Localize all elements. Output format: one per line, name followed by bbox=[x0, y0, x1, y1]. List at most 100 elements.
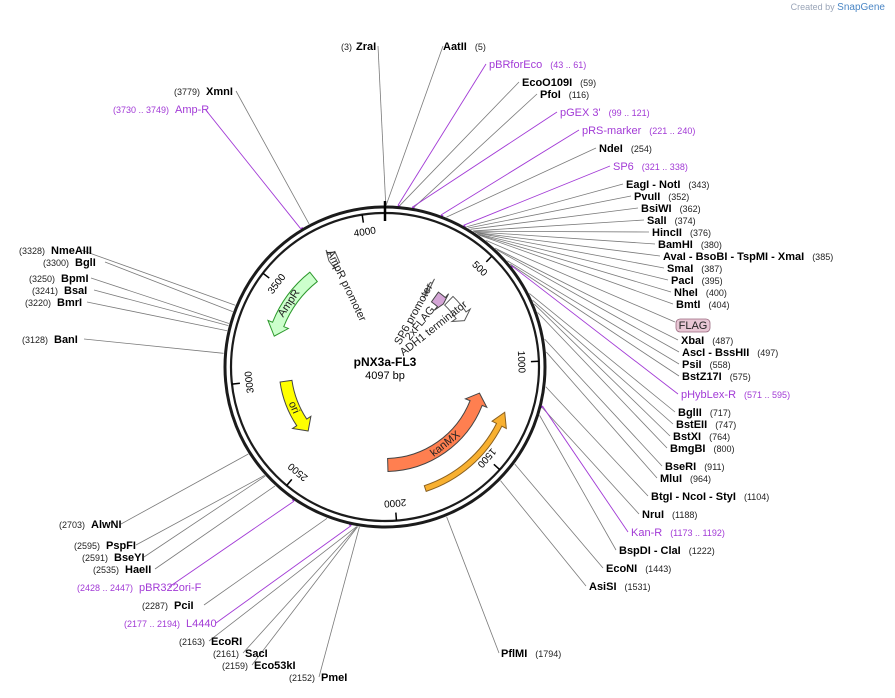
tick-mark bbox=[493, 463, 501, 471]
site-nmeaiii[interactable]: NmeAIII(3328) bbox=[19, 245, 92, 257]
site-bgli[interactable]: BglI(3300) bbox=[43, 257, 96, 269]
site-pbrforeco[interactable]: pBRforEco(43 .. 61) bbox=[489, 59, 586, 71]
leader-line bbox=[539, 415, 617, 551]
leader-line bbox=[446, 147, 597, 218]
site-name: PacI bbox=[671, 275, 694, 287]
site-position: (5) bbox=[475, 42, 486, 52]
site-position: (404) bbox=[708, 300, 729, 310]
site-pmei[interactable]: PmeI(2152) bbox=[289, 672, 347, 684]
site-eco53ki[interactable]: Eco53kI(2159) bbox=[222, 660, 296, 672]
site-l4440[interactable]: L4440(2177 .. 2194) bbox=[124, 618, 217, 630]
leader-line bbox=[215, 525, 352, 624]
site-alwni[interactable]: AlwNI(2703) bbox=[59, 519, 122, 531]
site-name: SacI bbox=[245, 648, 268, 660]
site-pvuii[interactable]: PvuII(352) bbox=[634, 191, 689, 203]
leader-line bbox=[532, 299, 674, 425]
site-name: AlwNI bbox=[91, 519, 122, 531]
site-bani[interactable]: BanI(3128) bbox=[22, 334, 78, 346]
site-phyblex-r[interactable]: pHybLex-R(571 .. 595) bbox=[681, 389, 790, 401]
site-psii[interactable]: PsiI (558) bbox=[682, 359, 731, 371]
site-position: (558) bbox=[710, 360, 731, 370]
site-nrui[interactable]: NruI(1188) bbox=[642, 509, 697, 521]
site-position: (3730 .. 3749) bbox=[113, 105, 169, 115]
leader-line bbox=[104, 261, 233, 313]
site-sp6[interactable]: SP6(321 .. 338) bbox=[613, 161, 688, 173]
site-name: BseYI bbox=[114, 552, 145, 564]
leader-line bbox=[511, 265, 679, 395]
tick-label: 2000 bbox=[383, 496, 406, 509]
site-bmri[interactable]: BmrI(3220) bbox=[25, 297, 82, 309]
site-pcii[interactable]: PciI(2287) bbox=[142, 600, 194, 612]
site-xbai[interactable]: XbaI(487) bbox=[681, 335, 733, 347]
site-nhei[interactable]: NheI(400) bbox=[674, 287, 727, 299]
site-hincii[interactable]: HincII(376) bbox=[652, 227, 711, 239]
site-position: (400) bbox=[706, 288, 727, 298]
site-bmgbi[interactable]: BmgBI(800) bbox=[670, 443, 734, 455]
site-eagi-noti[interactable]: EagI - NotI(343) bbox=[626, 179, 709, 191]
leader-line bbox=[440, 129, 580, 216]
site-pbr322ori-f[interactable]: pBR322ori-F(2428 .. 2447) bbox=[77, 582, 202, 594]
site-name: EcoNI bbox=[606, 563, 637, 575]
site-name: BstXI bbox=[673, 431, 701, 443]
site-bstz17i[interactable]: BstZ17I(575) bbox=[682, 371, 751, 383]
site-bseyi[interactable]: BseYI (2591) bbox=[82, 552, 145, 564]
site-btgi-ncoi-styi[interactable]: BtgI - NcoI - StyI(1104) bbox=[651, 491, 769, 503]
site-flag[interactable]: FLAG bbox=[675, 318, 711, 333]
site-ecoo109i[interactable]: EcoO109I(59) bbox=[522, 77, 596, 89]
site-amp-r[interactable]: Amp-R(3730 .. 3749) bbox=[113, 104, 209, 116]
site-name: PsiI bbox=[682, 359, 702, 371]
tick-label: 3500 bbox=[266, 272, 289, 297]
site-bsai[interactable]: BsaI(3241) bbox=[32, 285, 87, 297]
site-pgex-3[interactable]: pGEX 3'(99 .. 121) bbox=[560, 107, 650, 119]
site-bamhi[interactable]: BamHI(380) bbox=[658, 239, 722, 251]
site-bseri[interactable]: BseRI(911) bbox=[665, 461, 725, 473]
site-position: (487) bbox=[712, 336, 733, 346]
feature-kan-r bbox=[423, 411, 507, 492]
tick-label: 2500 bbox=[286, 460, 310, 483]
site-bglii[interactable]: BglII(717) bbox=[678, 407, 731, 419]
site-sali[interactable]: SalI(374) bbox=[647, 215, 696, 227]
site-bspdi-clai[interactable]: BspDI - ClaI(1222) bbox=[619, 545, 715, 557]
leader-line bbox=[478, 234, 672, 293]
leader-line bbox=[486, 240, 676, 323]
plasmid-name: pNX3a-FL3 bbox=[354, 355, 417, 369]
site-avai-bsobi-tspmi-xmai[interactable]: AvaI - BsoBI - TspMI - XmaI(385) bbox=[663, 251, 833, 263]
site-saci[interactable]: SacI(2161) bbox=[213, 648, 268, 660]
site-zrai[interactable]: ZraI(3) bbox=[341, 41, 376, 53]
site-asisi[interactable]: AsiSI(1531) bbox=[589, 581, 651, 593]
site-position: (374) bbox=[675, 216, 696, 226]
site-bmti[interactable]: BmtI(404) bbox=[676, 299, 729, 311]
site-paci[interactable]: PacI(395) bbox=[671, 275, 723, 287]
site-econi[interactable]: EcoNI(1443) bbox=[606, 563, 671, 575]
site-bpmi[interactable]: BpmI(3250) bbox=[29, 273, 89, 285]
leader-line bbox=[208, 526, 357, 642]
site-smai[interactable]: SmaI(387) bbox=[667, 263, 722, 275]
site-position: (321 .. 338) bbox=[642, 162, 688, 172]
site-pspfi[interactable]: PspFI(2595) bbox=[74, 540, 136, 552]
site-mlui[interactable]: MluI(964) bbox=[660, 473, 711, 485]
site-ndei[interactable]: NdeI(254) bbox=[599, 143, 652, 155]
site-bsiwi[interactable]: BsiWI(362) bbox=[641, 203, 701, 215]
site-asci-bsshii[interactable]: AscI - BssHII(497) bbox=[682, 347, 778, 359]
site-name: BtgI - NcoI - StyI bbox=[651, 491, 736, 503]
site-ecori[interactable]: EcoRI(2163) bbox=[179, 636, 242, 648]
leader-line bbox=[204, 108, 302, 229]
feature-adh1-terminator bbox=[443, 295, 472, 323]
leader-line bbox=[242, 526, 358, 654]
site-pfoi[interactable]: PfoI(116) bbox=[540, 89, 589, 101]
site-bsteii[interactable]: BstEII(747) bbox=[676, 419, 736, 431]
site-prs-marker[interactable]: pRS-marker(221 .. 240) bbox=[582, 125, 695, 137]
site-bstxi[interactable]: BstXI(764) bbox=[673, 431, 730, 443]
site-pflmi[interactable]: PflMI(1794) bbox=[501, 648, 561, 660]
site-name: BglI bbox=[75, 257, 96, 269]
site-position: (2591) bbox=[82, 553, 108, 563]
tick-mark bbox=[286, 478, 293, 487]
tick-mark bbox=[231, 382, 240, 385]
site-position: (387) bbox=[701, 264, 722, 274]
site-xmni[interactable]: XmnI(3779) bbox=[174, 86, 233, 98]
site-aatii[interactable]: AatII(5) bbox=[443, 41, 486, 53]
site-position: (254) bbox=[631, 144, 652, 154]
site-haeii[interactable]: HaeII(2535) bbox=[93, 564, 151, 576]
site-kan-r[interactable]: Kan-R(1173 .. 1192) bbox=[631, 527, 725, 539]
